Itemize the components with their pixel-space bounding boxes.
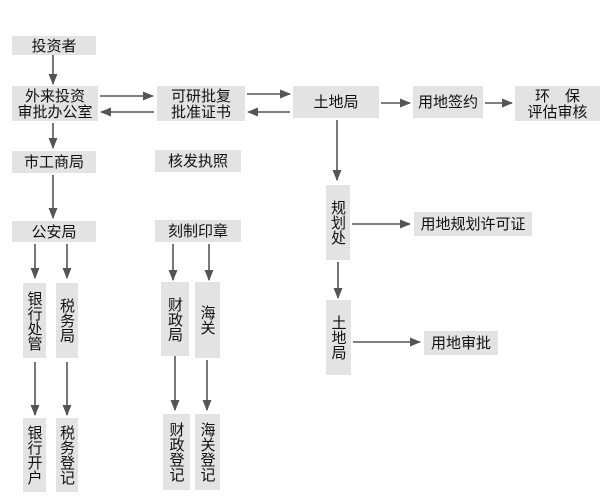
node-tax-registration: 税务登记 [56,418,78,492]
node-feasibility-approval: 可研批复 批准证书 [157,86,245,121]
node-investor: 投资者 [12,36,96,55]
node-tax-bureau: 税务局 [56,283,78,358]
node-land-contract: 用地签约 [413,86,483,118]
node-bank-account-opening: 银行开户 [23,418,46,492]
node-land-planning-permit: 用地规划许可证 [414,212,532,236]
node-finance-registration: 财政登记 [163,414,190,490]
node-foreign-investment-office: 外来投资 审批办公室 [12,86,98,121]
node-planning-office: 规划处 [326,185,350,260]
node-carve-seal: 刻制印章 [155,220,241,242]
node-public-security-bureau: 公安局 [12,221,96,242]
node-commerce-bureau: 市工商局 [12,151,96,173]
node-environmental-review: 环 保 评估审核 [515,86,600,121]
node-land-use-approval: 用地审批 [424,331,498,355]
node-land-bureau: 土地局 [293,86,379,118]
node-issue-license: 核发执照 [155,150,241,172]
node-bank-management: 银行处管 [23,283,46,358]
node-land-bureau-2: 土地局 [326,300,351,375]
node-customs-registration: 海关登记 [195,414,220,490]
node-customs: 海关 [195,282,220,358]
node-finance-bureau: 财政局 [161,282,189,356]
